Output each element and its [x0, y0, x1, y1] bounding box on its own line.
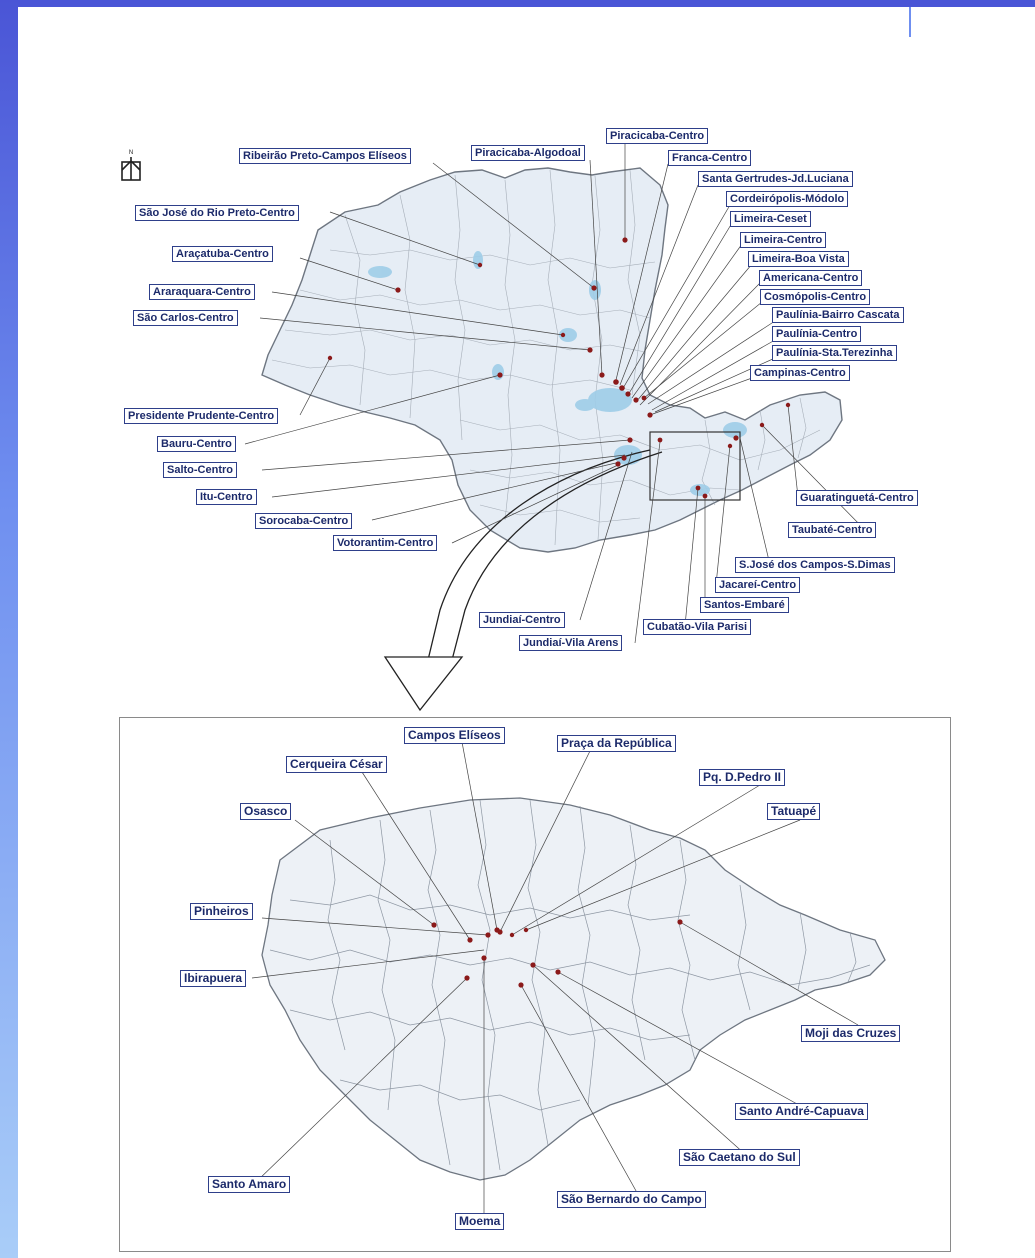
label-paulinia-cascata: Paulínia-Bairro Cascata — [772, 307, 904, 323]
label-bauru: Bauru-Centro — [157, 436, 236, 452]
label-salto: Salto-Centro — [163, 462, 237, 478]
label-limeira-ceset: Limeira-Ceset — [730, 211, 811, 227]
label-piracicaba-algodoal: Piracicaba-Algodoal — [471, 145, 585, 161]
label-praca-republica: Praça da República — [557, 735, 676, 752]
label-cerqueira-cesar: Cerqueira César — [286, 756, 387, 773]
label-piracicaba-centro: Piracicaba-Centro — [606, 128, 709, 144]
label-jacarei: Jacareí-Centro — [715, 577, 801, 593]
corner-tick-mark — [909, 7, 911, 37]
label-moji-cruzes: Moji das Cruzes — [801, 1025, 901, 1042]
label-taubate: Taubaté-Centro — [788, 522, 877, 538]
label-osasco: Osasco — [240, 803, 292, 820]
svg-text:N: N — [129, 150, 133, 156]
top-accent-bar — [0, 0, 1035, 7]
left-accent-bar — [0, 0, 18, 1258]
zoom-rectangle — [649, 431, 741, 501]
label-tatuape: Tatuapé — [767, 803, 821, 820]
label-ribeirao-preto: Ribeirão Preto-Campos Elíseos — [239, 148, 411, 164]
label-paulinia-sta-terezinha: Paulínia-Sta.Terezinha — [772, 345, 897, 361]
label-americana: Americana-Centro — [759, 270, 863, 286]
label-pinheiros: Pinheiros — [190, 903, 253, 920]
municipality-lines — [271, 169, 821, 546]
label-itu: Itu-Centro — [196, 489, 257, 505]
label-franca-centro: Franca-Centro — [668, 150, 752, 166]
label-sao-bernardo: São Bernardo do Campo — [557, 1191, 706, 1208]
metro-station-dots — [431, 919, 683, 988]
label-sjc: S.José dos Campos-S.Dimas — [735, 557, 895, 573]
state-station-dots — [327, 237, 791, 499]
label-campinas: Campinas-Centro — [750, 365, 850, 381]
label-limeira-boa-vista: Limeira-Boa Vista — [748, 251, 849, 267]
label-santo-amaro: Santo Amaro — [208, 1176, 291, 1193]
metro-outline — [261, 797, 886, 1181]
label-santos: Santos-Embaré — [700, 597, 789, 613]
label-ibirapuera: Ibirapuera — [180, 970, 247, 987]
label-pq-dpedro: Pq. D.Pedro II — [699, 769, 786, 786]
label-guaratingueta: Guaratinguetá-Centro — [796, 490, 918, 506]
label-votorantim: Votorantim-Centro — [333, 535, 438, 551]
label-limeira-centro: Limeira-Centro — [740, 232, 827, 248]
label-santo-andre: Santo André-Capuava — [735, 1103, 868, 1120]
label-presidente-prudente: Presidente Prudente-Centro — [124, 408, 279, 424]
state-leader-lines — [244, 143, 866, 644]
label-cubatao: Cubatão-Vila Parisi — [643, 619, 752, 635]
label-araraquara: Araraquara-Centro — [149, 284, 255, 300]
label-aracatuba: Araçatuba-Centro — [172, 246, 273, 262]
label-sorocaba: Sorocaba-Centro — [255, 513, 353, 529]
metro-district-lines — [269, 799, 871, 1171]
label-moema: Moema — [455, 1213, 505, 1230]
label-jundiai-vila-arens: Jundiaí-Vila Arens — [519, 635, 623, 651]
north-arrow-icon: N — [121, 150, 141, 181]
label-sao-jose-rio-preto: São José do Rio Preto-Centro — [135, 205, 299, 221]
label-jundiai-centro: Jundiaí-Centro — [479, 612, 565, 628]
label-sao-carlos: São Carlos-Centro — [133, 310, 238, 326]
label-sao-caetano: São Caetano do Sul — [679, 1149, 800, 1166]
label-cordeiropolis: Cordeirópolis-Módolo — [726, 191, 849, 207]
label-cosmopolis: Cosmópolis-Centro — [760, 289, 871, 305]
label-paulinia-centro: Paulínia-Centro — [772, 326, 862, 342]
label-santa-gertrudes: Santa Gertrudes-Jd.Luciana — [698, 171, 853, 187]
state-outline — [261, 167, 843, 553]
metro-leader-lines — [251, 741, 859, 1214]
label-campos-eliseos: Campos Elíseos — [404, 727, 505, 744]
